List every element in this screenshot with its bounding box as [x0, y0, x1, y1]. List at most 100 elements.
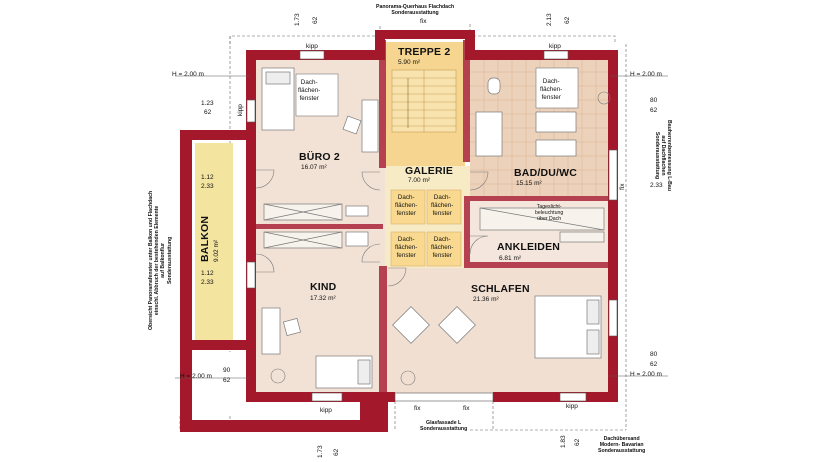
interior-walls	[255, 40, 610, 394]
window-kind-bottom	[311, 392, 343, 402]
note-bottom-right: Dachübersand Modern- Bavarian Sonderauss…	[598, 436, 646, 455]
dim-left-mid2-1: 1.12	[201, 270, 214, 277]
door-kind	[361, 243, 381, 263]
desk-kind	[261, 307, 281, 355]
kipp-label-bottom-right: kipp	[566, 403, 578, 410]
dim-left-lower-1: 90	[223, 367, 231, 374]
skylight-g4	[426, 231, 462, 267]
shower	[475, 111, 503, 157]
note-top: Panorama-Querhaus Flachdach Sonderaussta…	[376, 4, 455, 17]
dim-bottom-right-1: 1.83	[560, 435, 567, 448]
window-bad-right	[608, 149, 618, 201]
dim-top-right-1: 2.13	[546, 13, 553, 26]
plant-2	[400, 370, 416, 386]
window-glass-facade	[394, 392, 494, 402]
armchair-1	[392, 306, 430, 344]
room-kind-area: 17.32 m²	[310, 295, 336, 302]
note-bottom-center: Glasfassade L Sonderausstattung	[420, 420, 468, 433]
skylight-g2	[426, 189, 462, 225]
toilet	[487, 77, 501, 95]
staircase	[391, 69, 457, 133]
dim-bottom-right-2: 62	[574, 438, 581, 446]
dim-left-lower-2: 62	[223, 377, 231, 384]
window-schlafen-bottom	[559, 392, 587, 402]
floor-terrace	[195, 352, 243, 414]
room-balkon-area: 9.02 m²	[213, 239, 220, 262]
desk-buero	[361, 99, 379, 153]
kipp-label-left: kipp	[237, 104, 244, 116]
room-buero-name: BÜRO 2	[299, 151, 340, 163]
skylight-g1	[390, 189, 426, 225]
chair-buero	[342, 115, 362, 135]
washbasin	[535, 139, 577, 157]
note-daylight: Tageslicht- beleuchtung über Dach	[535, 204, 564, 223]
door-balkon-1	[255, 169, 275, 189]
window-bad-top	[543, 50, 569, 60]
room-schlafen-name: SCHLAFEN	[471, 283, 530, 295]
room-treppe-name: TREPPE 2	[398, 46, 451, 58]
dim-top-left-1: 1.73	[294, 13, 301, 26]
room-treppe-area: 5.90 m²	[398, 59, 421, 66]
bathtub	[535, 111, 577, 133]
room-schlafen-area: 21.36 m²	[473, 296, 499, 303]
dim-right-mid-1: 2.33	[650, 182, 663, 189]
dim-left-mid2-2: 2.33	[201, 279, 214, 286]
note-right: Bauherrenbemessung L-Bau auf Dachflachen…	[653, 120, 672, 191]
room-galerie-name: GALERIE	[405, 165, 454, 177]
fix-label-top: fix	[420, 18, 427, 25]
window-kind-left	[246, 261, 256, 289]
note-left: Obersicht Panoramafenster unter Balkon u…	[148, 190, 173, 330]
skylight-g3	[390, 231, 426, 267]
galerie-skylights	[390, 189, 462, 267]
room-bad-area: 15.15 m²	[516, 180, 542, 187]
room-ankleiden-area: 6.81 m²	[499, 255, 522, 262]
dim-top-right-2: 62	[564, 16, 571, 24]
dim-bottom-left-1: 1.73	[317, 445, 324, 458]
roof-window-label-bad: Dach- flächen- fenster	[540, 78, 563, 101]
window-buero-top	[299, 50, 325, 60]
furniture	[261, 67, 605, 389]
window-buero-left	[246, 99, 256, 123]
fix-label-bottom-2: fix	[463, 405, 470, 412]
height-label-bottom-left: H = 2.00 m	[180, 373, 212, 380]
room-bad-name: BAD/DU/WC	[514, 167, 578, 179]
door-buero	[361, 171, 381, 191]
roof-window-label-g1: Dach- flächen- fenster	[395, 194, 418, 217]
plant-1	[270, 368, 286, 384]
dim-right-upper-2: 62	[650, 107, 658, 114]
dim-left-mid1-2: 2.33	[201, 183, 214, 190]
kipp-label-top-right: kipp	[549, 43, 561, 50]
room-buero-area: 16.07 m²	[301, 164, 327, 171]
door-bad	[469, 171, 489, 191]
floor-balkon	[195, 143, 233, 343]
roof-window-label-g3: Dach- flächen- fenster	[395, 236, 418, 259]
dim-right-lower-2: 62	[650, 361, 658, 368]
windows	[246, 50, 618, 402]
armchair-2	[438, 306, 476, 344]
fix-label-right: fix	[619, 183, 626, 191]
dim-right-upper-1: 80	[650, 97, 658, 104]
room-galerie-area: 7.00 m²	[408, 177, 431, 184]
door-schlafen	[387, 267, 407, 287]
kipp-label-top-left: kipp	[306, 43, 318, 50]
plants	[270, 91, 611, 386]
door-ankleiden	[469, 235, 489, 255]
dim-top-left-2: 62	[312, 16, 319, 24]
dimension-lines	[175, 75, 668, 379]
roof-window-label-g2: Dach- flächen- fenster	[431, 194, 454, 217]
chair-kind	[282, 317, 302, 337]
room-ankleiden-name: ANKLEIDEN	[497, 241, 561, 253]
dim-right-lower-1: 80	[650, 351, 658, 358]
window-schlafen-right	[608, 299, 618, 337]
plant-3	[597, 91, 611, 105]
room-balkon-name: BALKON	[199, 215, 211, 262]
dim-left-mid1-1: 1.12	[201, 174, 214, 181]
kipp-label-bottom-left: kipp	[320, 407, 332, 414]
dim-left-upper-2: 62	[204, 109, 212, 116]
door-balkon-2	[255, 253, 275, 273]
roof-window-label-g4: Dach- flächen- fenster	[431, 236, 454, 259]
height-label-bottom-right: H = 2.00 m	[630, 371, 662, 378]
height-label-top-left: H = 2.00 m	[172, 71, 204, 78]
roof-windows	[295, 67, 579, 117]
